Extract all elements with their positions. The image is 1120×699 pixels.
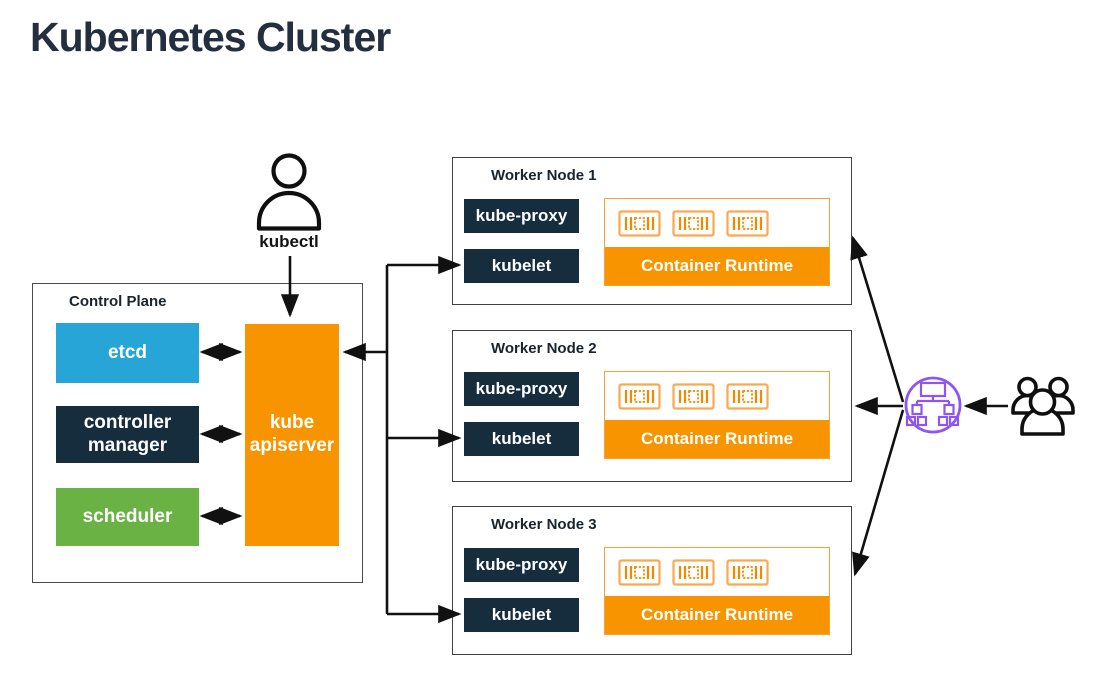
container-icon [672, 558, 715, 586]
arrow-junction-to-node-1 [850, 235, 905, 403]
kube-proxy-box: kube-proxy [464, 372, 579, 406]
container-icon [672, 382, 715, 410]
kubectl-label: kubectl [259, 232, 319, 251]
arrow-junction-to-node-3 [852, 409, 905, 577]
kubelet-box: kubelet [464, 422, 579, 456]
container-icon [672, 209, 715, 237]
container-runtime-label: Container Runtime [605, 247, 829, 285]
container-icons-row [605, 372, 829, 420]
page-title: Kubernetes Cluster [30, 14, 391, 60]
control-plane-box: Control Plane etcd controller manager sc… [32, 283, 363, 583]
container-icons-row [605, 548, 829, 596]
kubelet-box: kubelet [464, 598, 579, 632]
user-icon [256, 153, 322, 231]
worker-node-3-label: Worker Node 3 [491, 516, 597, 533]
container-icon [726, 558, 769, 586]
kube-proxy-box: kube-proxy [464, 548, 579, 582]
control-plane-label: Control Plane [69, 293, 167, 310]
scheduler-box: scheduler [56, 488, 199, 546]
worker-node-3-box: Worker Node 3 kube-proxy kubelet Contain… [452, 506, 852, 655]
worker-node-1-box: Worker Node 1 kube-proxy kubelet Contain… [452, 157, 852, 305]
worker-node-2-box: Worker Node 2 kube-proxy kubelet Contain… [452, 330, 852, 482]
container-icon [618, 209, 661, 237]
kube-proxy-box: kube-proxy [464, 199, 579, 233]
kubelet-box: kubelet [464, 249, 579, 283]
container-runtime-box: Container Runtime [604, 198, 830, 286]
network-tree-icon [904, 376, 962, 434]
container-icon [618, 382, 661, 410]
container-runtime-box: Container Runtime [604, 371, 830, 459]
container-runtime-box: Container Runtime [604, 547, 830, 635]
kube-apiserver-box: kube apiserver [245, 324, 339, 546]
worker-node-2-label: Worker Node 2 [491, 340, 597, 357]
container-icon [618, 558, 661, 586]
worker-node-1-label: Worker Node 1 [491, 167, 597, 184]
etcd-box: etcd [56, 323, 199, 383]
controller-manager-box: controller manager [56, 406, 199, 463]
container-icon [726, 382, 769, 410]
container-icon [726, 209, 769, 237]
container-runtime-label: Container Runtime [605, 420, 829, 458]
container-icons-row [605, 199, 829, 247]
container-runtime-label: Container Runtime [605, 596, 829, 634]
users-group-icon [1011, 376, 1075, 436]
